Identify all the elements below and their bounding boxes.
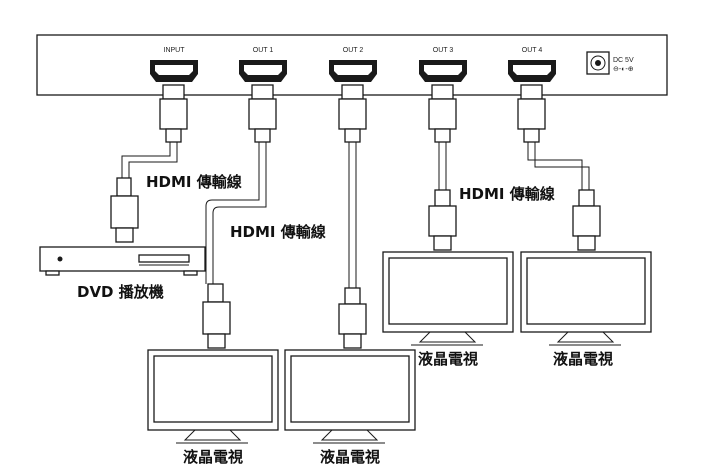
tv-2 — [284, 349, 416, 444]
power-label: DC 5V — [613, 57, 634, 64]
hdmi-port-out3 — [419, 60, 467, 82]
cable-label-input: HDMI 傳輸線 — [146, 173, 242, 191]
port-label-out1: OUT 1 — [253, 47, 274, 54]
tv-4-label: 液晶電視 — [553, 350, 613, 368]
tv-2-label: 液晶電視 — [320, 448, 380, 466]
power-polarity-label: ⊖-◐-⊕ — [613, 66, 634, 73]
tv-1 — [147, 349, 279, 444]
port-label-out4: OUT 4 — [522, 47, 543, 54]
hdmi-cable-input — [110, 84, 188, 243]
cable-label-out1: HDMI 傳輸線 — [230, 223, 326, 241]
cable-label-out4: HDMI 傳輸線 — [459, 185, 555, 203]
port-label-input: INPUT — [164, 47, 186, 54]
hdmi-port-out4 — [508, 60, 556, 82]
hdmi-cable-out1 — [202, 84, 277, 349]
hdmi-cable-out4 — [517, 84, 601, 251]
dvd-player-label: DVD 播放機 — [77, 283, 164, 301]
hdmi-port-input — [150, 60, 198, 82]
tv-1-label: 液晶電視 — [183, 448, 243, 466]
port-label-out2: OUT 2 — [343, 47, 364, 54]
tv-3 — [382, 251, 514, 346]
tv-3-label: 液晶電視 — [418, 350, 478, 368]
hdmi-cable-out2 — [338, 84, 367, 349]
hdmi-port-out2 — [329, 60, 377, 82]
port-label-out3: OUT 3 — [433, 47, 454, 54]
tv-4 — [520, 251, 652, 346]
hdmi-cable-out3 — [428, 84, 457, 251]
dc-power-jack — [586, 51, 610, 75]
dvd-player — [39, 246, 206, 276]
hdmi-port-out1 — [239, 60, 287, 82]
